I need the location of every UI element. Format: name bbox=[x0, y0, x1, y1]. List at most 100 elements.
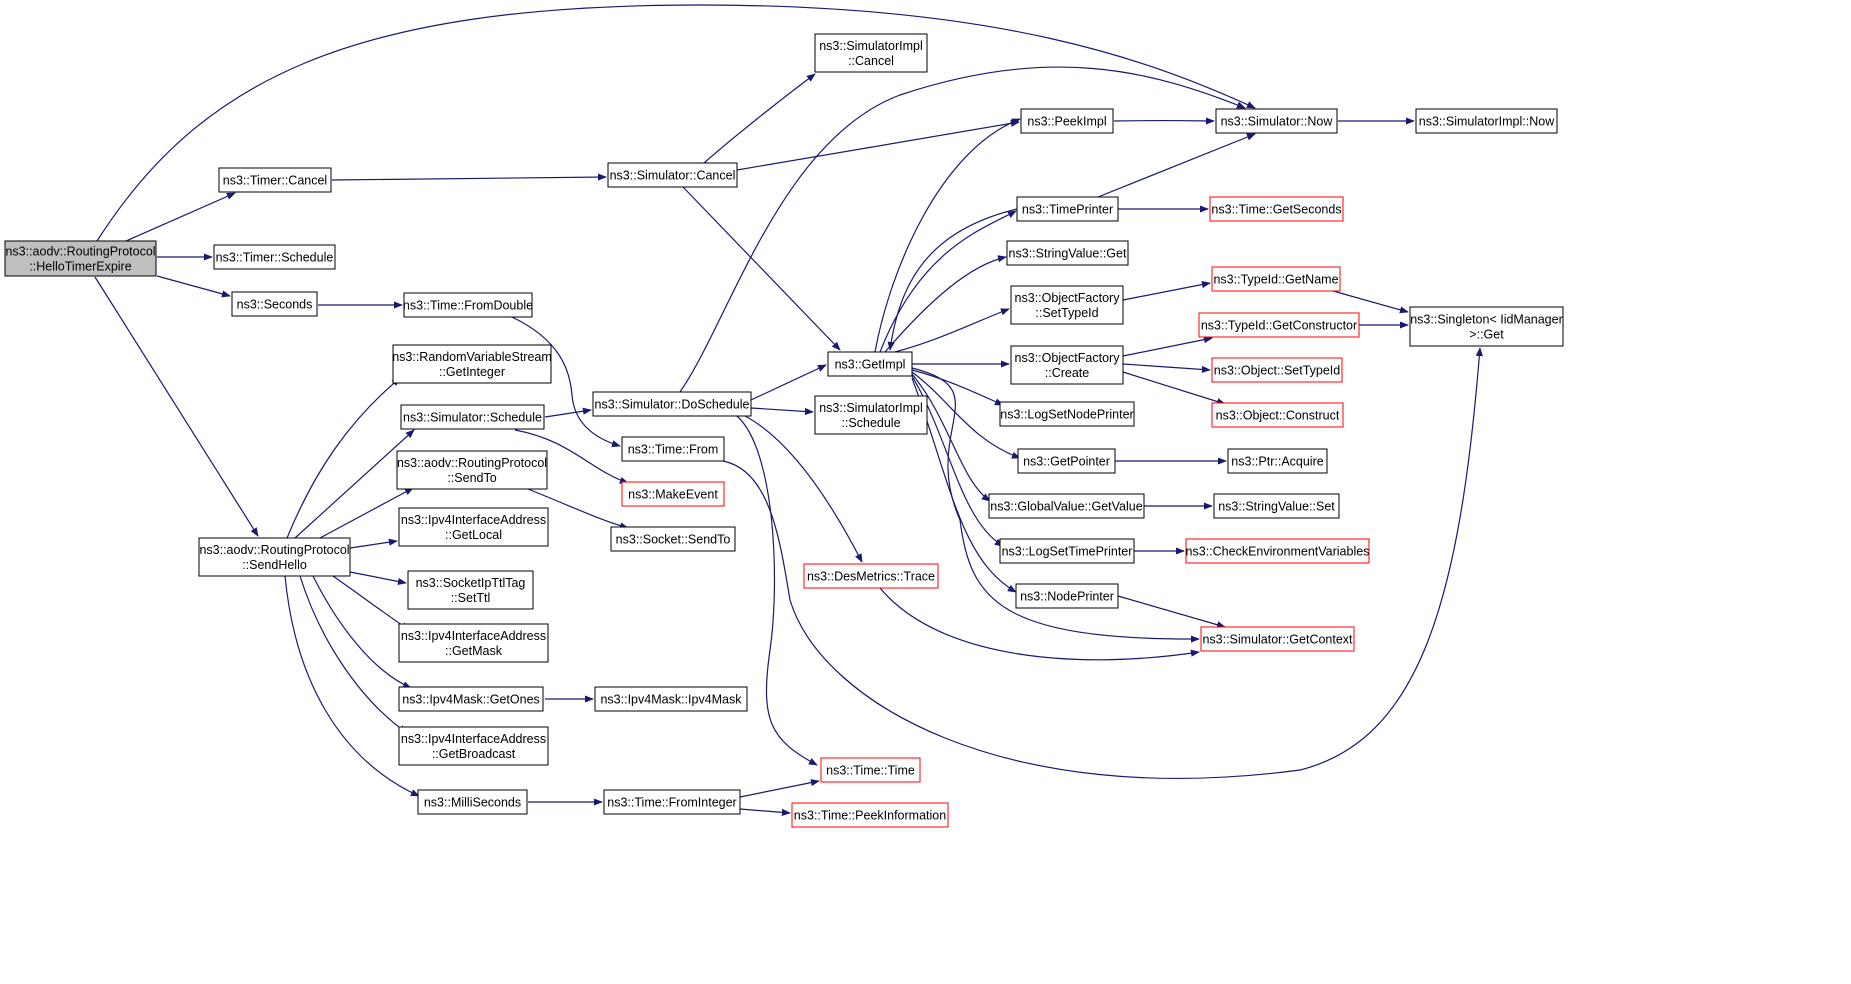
node-box bbox=[999, 538, 1135, 564]
node-milliseconds[interactable]: ns3::MilliSeconds bbox=[417, 789, 528, 815]
node-singleton-get[interactable]: ns3::Singleton< IidManager>::Get bbox=[1409, 306, 1564, 347]
node-ipv4ia-getmask[interactable]: ns3::Ipv4InterfaceAddress::GetMask bbox=[398, 623, 549, 663]
node-objfactory-settypeid[interactable]: ns3::ObjectFactory::SetTypeId bbox=[1010, 285, 1124, 325]
node-stringvalue-get[interactable]: ns3::StringValue::Get bbox=[1006, 240, 1129, 266]
node-getpointer[interactable]: ns3::GetPointer bbox=[1017, 448, 1116, 474]
node-time-frominteger[interactable]: ns3::Time::FromInteger bbox=[603, 789, 741, 815]
node-box bbox=[398, 507, 549, 547]
node-label: ns3::aodv::RoutingProtocol bbox=[199, 543, 349, 557]
node-label: ns3::Ipv4Mask::GetOnes bbox=[402, 693, 540, 707]
node-socket-sendto[interactable]: ns3::Socket::SendTo bbox=[610, 526, 736, 552]
node-label: ns3::CheckEnvironmentVariables bbox=[1186, 545, 1370, 559]
node-simimpl-cancel[interactable]: ns3::SimulatorImpl::Cancel bbox=[814, 33, 928, 73]
node-ipv4ia-getbroadcast[interactable]: ns3::Ipv4InterfaceAddress::GetBroadcast bbox=[398, 726, 549, 766]
node-label: ns3::Time::Time bbox=[826, 764, 915, 778]
node-peekimpl[interactable]: ns3::PeekImpl bbox=[1020, 108, 1114, 134]
call-edge bbox=[332, 575, 410, 631]
node-timer-cancel[interactable]: ns3::Timer::Cancel bbox=[218, 167, 332, 193]
node-logsettimeprinter[interactable]: ns3::LogSetTimePrinter bbox=[999, 538, 1135, 564]
node-box bbox=[231, 291, 318, 317]
call-edge bbox=[1122, 281, 1211, 301]
call-edge bbox=[874, 118, 1021, 353]
node-time-getseconds[interactable]: ns3::Time::GetSeconds bbox=[1209, 196, 1344, 222]
node-label: ns3::SimulatorImpl bbox=[819, 39, 923, 53]
node-typeid-getname[interactable]: ns3::TypeId::GetName bbox=[1211, 266, 1341, 292]
node-box bbox=[1213, 493, 1340, 519]
node-box bbox=[607, 162, 738, 188]
node-object-construct[interactable]: ns3::Object::Construct bbox=[1211, 402, 1344, 428]
node-timer-schedule[interactable]: ns3::Timer::Schedule bbox=[213, 244, 336, 270]
node-sim-cancel[interactable]: ns3::Simulator::Cancel bbox=[607, 162, 738, 188]
node-box bbox=[4, 240, 157, 277]
node-send-hello[interactable]: ns3::aodv::RoutingProtocol::SendHello bbox=[198, 537, 351, 577]
call-edge bbox=[682, 186, 841, 351]
node-typeid-getconstructor[interactable]: ns3::TypeId::GetConstructor bbox=[1198, 312, 1360, 338]
node-ipv4ia-getlocal[interactable]: ns3::Ipv4InterfaceAddress::GetLocal bbox=[398, 507, 549, 547]
node-desmetrics-trace[interactable]: ns3::DesMetrics::Trace bbox=[803, 563, 939, 589]
node-time-fromdouble[interactable]: ns3::Time::FromDouble bbox=[403, 292, 533, 318]
node-box bbox=[1409, 306, 1564, 347]
node-logsetnodeprinter[interactable]: ns3::LogSetNodePrinter bbox=[999, 401, 1135, 427]
node-simimpl-schedule[interactable]: ns3::SimulatorImpl::Schedule bbox=[814, 395, 928, 435]
node-getimpl[interactable]: ns3::GetImpl bbox=[827, 351, 913, 377]
node-box bbox=[791, 802, 949, 828]
node-seconds[interactable]: ns3::Seconds bbox=[231, 291, 318, 317]
node-object-settypeid[interactable]: ns3::Object::SetTypeId bbox=[1211, 357, 1343, 383]
node-label: ::Create bbox=[1045, 366, 1090, 380]
node-nodeprinter[interactable]: ns3::NodePrinter bbox=[1015, 583, 1119, 609]
node-label: ns3::ObjectFactory bbox=[1015, 291, 1121, 305]
node-ipv4mask-ipv4mask[interactable]: ns3::Ipv4Mask::Ipv4Mask bbox=[594, 686, 748, 712]
node-label: ns3::PeekImpl bbox=[1027, 115, 1106, 129]
node-box bbox=[213, 244, 336, 270]
node-label: ns3::Time::FromInteger bbox=[607, 796, 736, 810]
node-rvs-getinteger[interactable]: ns3::RandomVariableStream::GetInteger bbox=[392, 344, 552, 384]
call-edge bbox=[284, 575, 420, 797]
call-edge bbox=[156, 275, 231, 298]
node-timeprinter[interactable]: ns3::TimePrinter bbox=[1016, 196, 1119, 222]
call-edge bbox=[1122, 336, 1213, 357]
node-sim-schedule[interactable]: ns3::Simulator::Schedule bbox=[400, 404, 545, 430]
call-edge bbox=[739, 779, 820, 798]
node-label: ns3::aodv::RoutingProtocol bbox=[5, 245, 155, 259]
node-label: ns3::Time::PeekInformation bbox=[794, 809, 946, 823]
node-box bbox=[417, 789, 528, 815]
node-objfactory-create[interactable]: ns3::ObjectFactory::Create bbox=[1010, 345, 1124, 385]
node-label: ::HelloTimerExpire bbox=[29, 260, 131, 274]
node-sim-getcontext[interactable]: ns3::Simulator::GetContext bbox=[1200, 626, 1355, 652]
node-stringvalue-set[interactable]: ns3::StringValue::Set bbox=[1213, 493, 1340, 519]
node-box bbox=[198, 537, 351, 577]
node-sim-doschedule[interactable]: ns3::Simulator::DoSchedule bbox=[592, 391, 752, 417]
node-label: ns3::Simulator::Now bbox=[1221, 115, 1334, 129]
node-box bbox=[814, 33, 928, 73]
node-box bbox=[1211, 266, 1341, 292]
node-label: ns3::Object::Construct bbox=[1216, 409, 1340, 423]
node-time-time[interactable]: ns3::Time::Time bbox=[820, 757, 921, 783]
node-makeevent[interactable]: ns3::MakeEvent bbox=[621, 481, 725, 507]
node-globalvalue-getvalue[interactable]: ns3::GlobalValue::GetValue bbox=[988, 493, 1145, 519]
node-label: ns3::TypeId::GetName bbox=[1213, 273, 1338, 287]
node-box bbox=[1415, 108, 1558, 134]
call-edge bbox=[911, 373, 991, 502]
node-sim-now[interactable]: ns3::Simulator::Now bbox=[1215, 108, 1338, 134]
node-label: ::Schedule bbox=[841, 416, 900, 430]
node-box bbox=[1211, 357, 1343, 383]
call-edge bbox=[679, 66, 1246, 393]
node-socket-ipttl[interactable]: ns3::SocketIpTtlTag::SetTtl bbox=[407, 570, 534, 610]
call-edge bbox=[887, 208, 1018, 351]
node-box bbox=[827, 351, 913, 377]
node-ipv4mask-getones[interactable]: ns3::Ipv4Mask::GetOnes bbox=[398, 686, 544, 712]
node-label: ns3::Time::FromDouble bbox=[403, 299, 533, 313]
node-simimpl-now[interactable]: ns3::SimulatorImpl::Now bbox=[1415, 108, 1558, 134]
node-time-peekinfo[interactable]: ns3::Time::PeekInformation bbox=[791, 802, 949, 828]
node-ptr-acquire[interactable]: ns3::Ptr::Acquire bbox=[1227, 448, 1328, 474]
node-checkenvvars[interactable]: ns3::CheckEnvironmentVariables bbox=[1185, 538, 1370, 564]
node-label: ns3::SocketIpTtlTag bbox=[416, 576, 526, 590]
call-edge bbox=[736, 119, 1020, 171]
node-aodv-sendto[interactable]: ns3::aodv::RoutingProtocol::SendTo bbox=[396, 450, 548, 490]
call-edge bbox=[544, 407, 592, 418]
node-root[interactable]: ns3::aodv::RoutingProtocol::HelloTimerEx… bbox=[4, 240, 157, 277]
node-time-from[interactable]: ns3::Time::From bbox=[621, 436, 725, 462]
call-edge bbox=[1332, 290, 1409, 314]
call-edge bbox=[527, 488, 629, 530]
node-box bbox=[621, 436, 725, 462]
